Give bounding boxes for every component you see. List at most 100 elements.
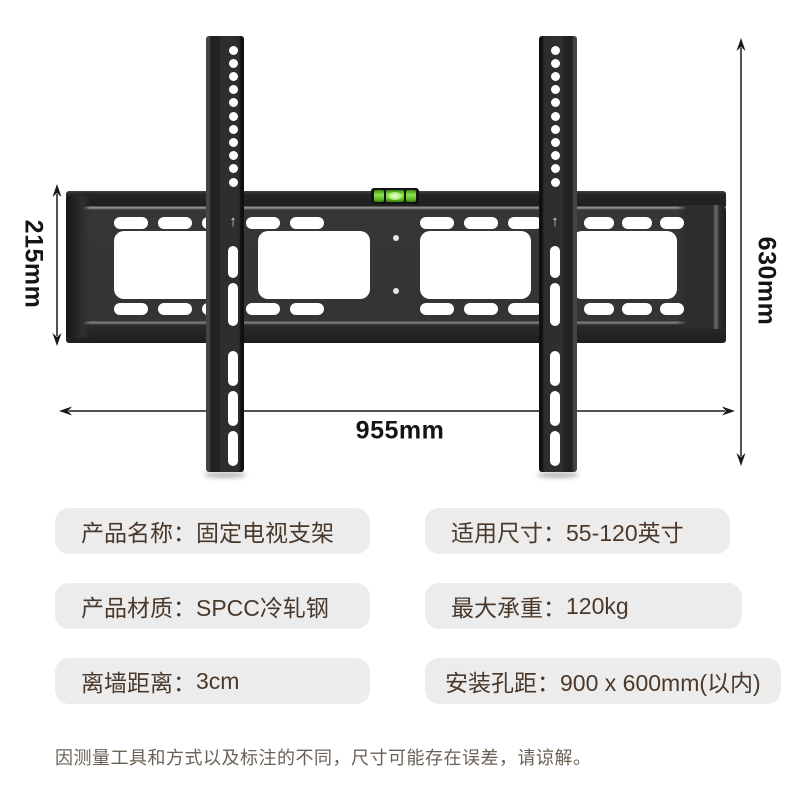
vesa-hole	[228, 111, 238, 121]
spec-wall-distance: 离墙距离：3cm	[55, 658, 370, 704]
vesa-hole	[550, 151, 560, 161]
spec-value: 3cm	[196, 667, 240, 694]
mounting-slot	[158, 217, 192, 229]
screw-hole	[393, 235, 399, 241]
screw-hole	[393, 288, 399, 294]
spirit-level-bubble-segment	[386, 190, 404, 202]
spirit-level-bubble	[388, 192, 402, 200]
rail-slot	[550, 431, 560, 466]
dimension-arrow-left	[52, 184, 62, 346]
spec-colon: ：	[543, 595, 566, 621]
mounting-slot	[622, 303, 652, 315]
up-arrow-mark-icon: ↑	[229, 213, 237, 230]
spec-label: 安装孔距	[445, 670, 537, 696]
plate-window	[420, 231, 531, 299]
vesa-hole	[228, 71, 238, 81]
mounting-slot	[290, 217, 324, 229]
plate-window	[572, 231, 677, 299]
rail-slot	[228, 283, 238, 326]
plate-window	[114, 231, 217, 299]
rail-shadow	[204, 472, 246, 478]
mounting-slot	[508, 217, 542, 229]
vesa-hole	[228, 124, 238, 134]
vesa-hole	[228, 98, 238, 108]
spec-label: 最大承重	[451, 595, 543, 621]
dimension-arrow-right	[736, 38, 746, 466]
rail-slot	[550, 391, 560, 426]
vesa-hole	[550, 45, 560, 55]
vesa-hole	[228, 164, 238, 174]
mounting-slot	[464, 303, 498, 315]
vesa-hole	[550, 124, 560, 134]
dimension-arrow-bottom	[59, 406, 735, 416]
wall-plate	[66, 191, 726, 343]
vesa-hole	[550, 111, 560, 121]
spirit-level-segment	[374, 190, 384, 202]
vesa-hole	[550, 137, 560, 147]
spec-value: SPCC冷轧钢	[196, 595, 329, 621]
spec-value: 120kg	[566, 592, 629, 619]
mounting-slot	[508, 303, 542, 315]
vesa-rail-right: ↑	[539, 36, 577, 472]
mounting-slot	[114, 217, 148, 229]
spec-product-name: 产品名称：固定电视支架	[55, 508, 370, 554]
spec-colon: ：	[173, 670, 196, 696]
plate-window	[258, 231, 370, 299]
mounting-slot	[114, 303, 148, 315]
spec-material: 产品材质：SPCC冷轧钢	[55, 583, 370, 629]
vesa-hole	[228, 151, 238, 161]
vesa-hole	[550, 71, 560, 81]
spec-fit-size: 适用尺寸：55-120英寸	[425, 508, 730, 554]
rail-slot	[228, 431, 238, 466]
vesa-hole	[228, 58, 238, 68]
dimension-label-plate-height: 215mm	[19, 219, 48, 309]
mounting-slot	[158, 303, 192, 315]
spec-colon: ：	[537, 670, 560, 696]
wall-plate-left-fold	[66, 196, 90, 338]
wall-plate-right-fold	[677, 205, 726, 329]
spec-colon: ：	[173, 595, 196, 621]
spec-label: 产品名称	[81, 520, 173, 546]
mounting-slot	[290, 303, 324, 315]
mounting-slot	[246, 217, 280, 229]
spec-value: 固定电视支架	[196, 520, 334, 546]
vesa-hole	[550, 85, 560, 95]
spec-hole-pattern: 安装孔距：900 x 600mm(以内)	[425, 658, 781, 704]
spec-label: 适用尺寸	[451, 520, 543, 546]
vesa-hole	[228, 177, 238, 187]
mounting-slot	[622, 217, 652, 229]
spec-colon: ：	[543, 520, 566, 546]
mounting-slot	[660, 217, 684, 229]
rail-slot	[228, 246, 238, 278]
mounting-slot	[660, 303, 684, 315]
rail-slot	[550, 351, 560, 386]
up-arrow-mark-icon: ↑	[551, 213, 559, 230]
rail-slot	[228, 351, 238, 386]
rail-slot	[228, 391, 238, 426]
rail-shadow	[537, 472, 579, 478]
mounting-slot	[420, 303, 454, 315]
mounting-slot	[420, 217, 454, 229]
dimension-label-total-height: 630mm	[752, 236, 781, 326]
spec-colon: ：	[173, 520, 196, 546]
rail-slot	[550, 246, 560, 278]
spec-value: 55-120英寸	[566, 520, 684, 546]
spec-max-load: 最大承重：120kg	[425, 583, 742, 629]
mounting-slot	[464, 217, 498, 229]
disclaimer-note: 因测量工具和方式以及标注的不同，尺寸可能存在误差，请谅解。	[55, 748, 592, 768]
mounting-slot	[584, 303, 614, 315]
mounting-slot	[246, 303, 280, 315]
vesa-hole	[550, 98, 560, 108]
vesa-hole	[228, 85, 238, 95]
vesa-hole	[550, 58, 560, 68]
rail-slot	[550, 283, 560, 326]
spec-label: 产品材质	[81, 595, 173, 621]
mounting-slot	[584, 217, 614, 229]
spec-value: 900 x 600mm(以内)	[560, 670, 761, 696]
vesa-hole	[228, 45, 238, 55]
spec-label: 离墙距离	[81, 670, 173, 696]
vesa-rail-left: ↑	[206, 36, 244, 472]
spirit-level	[371, 188, 419, 204]
